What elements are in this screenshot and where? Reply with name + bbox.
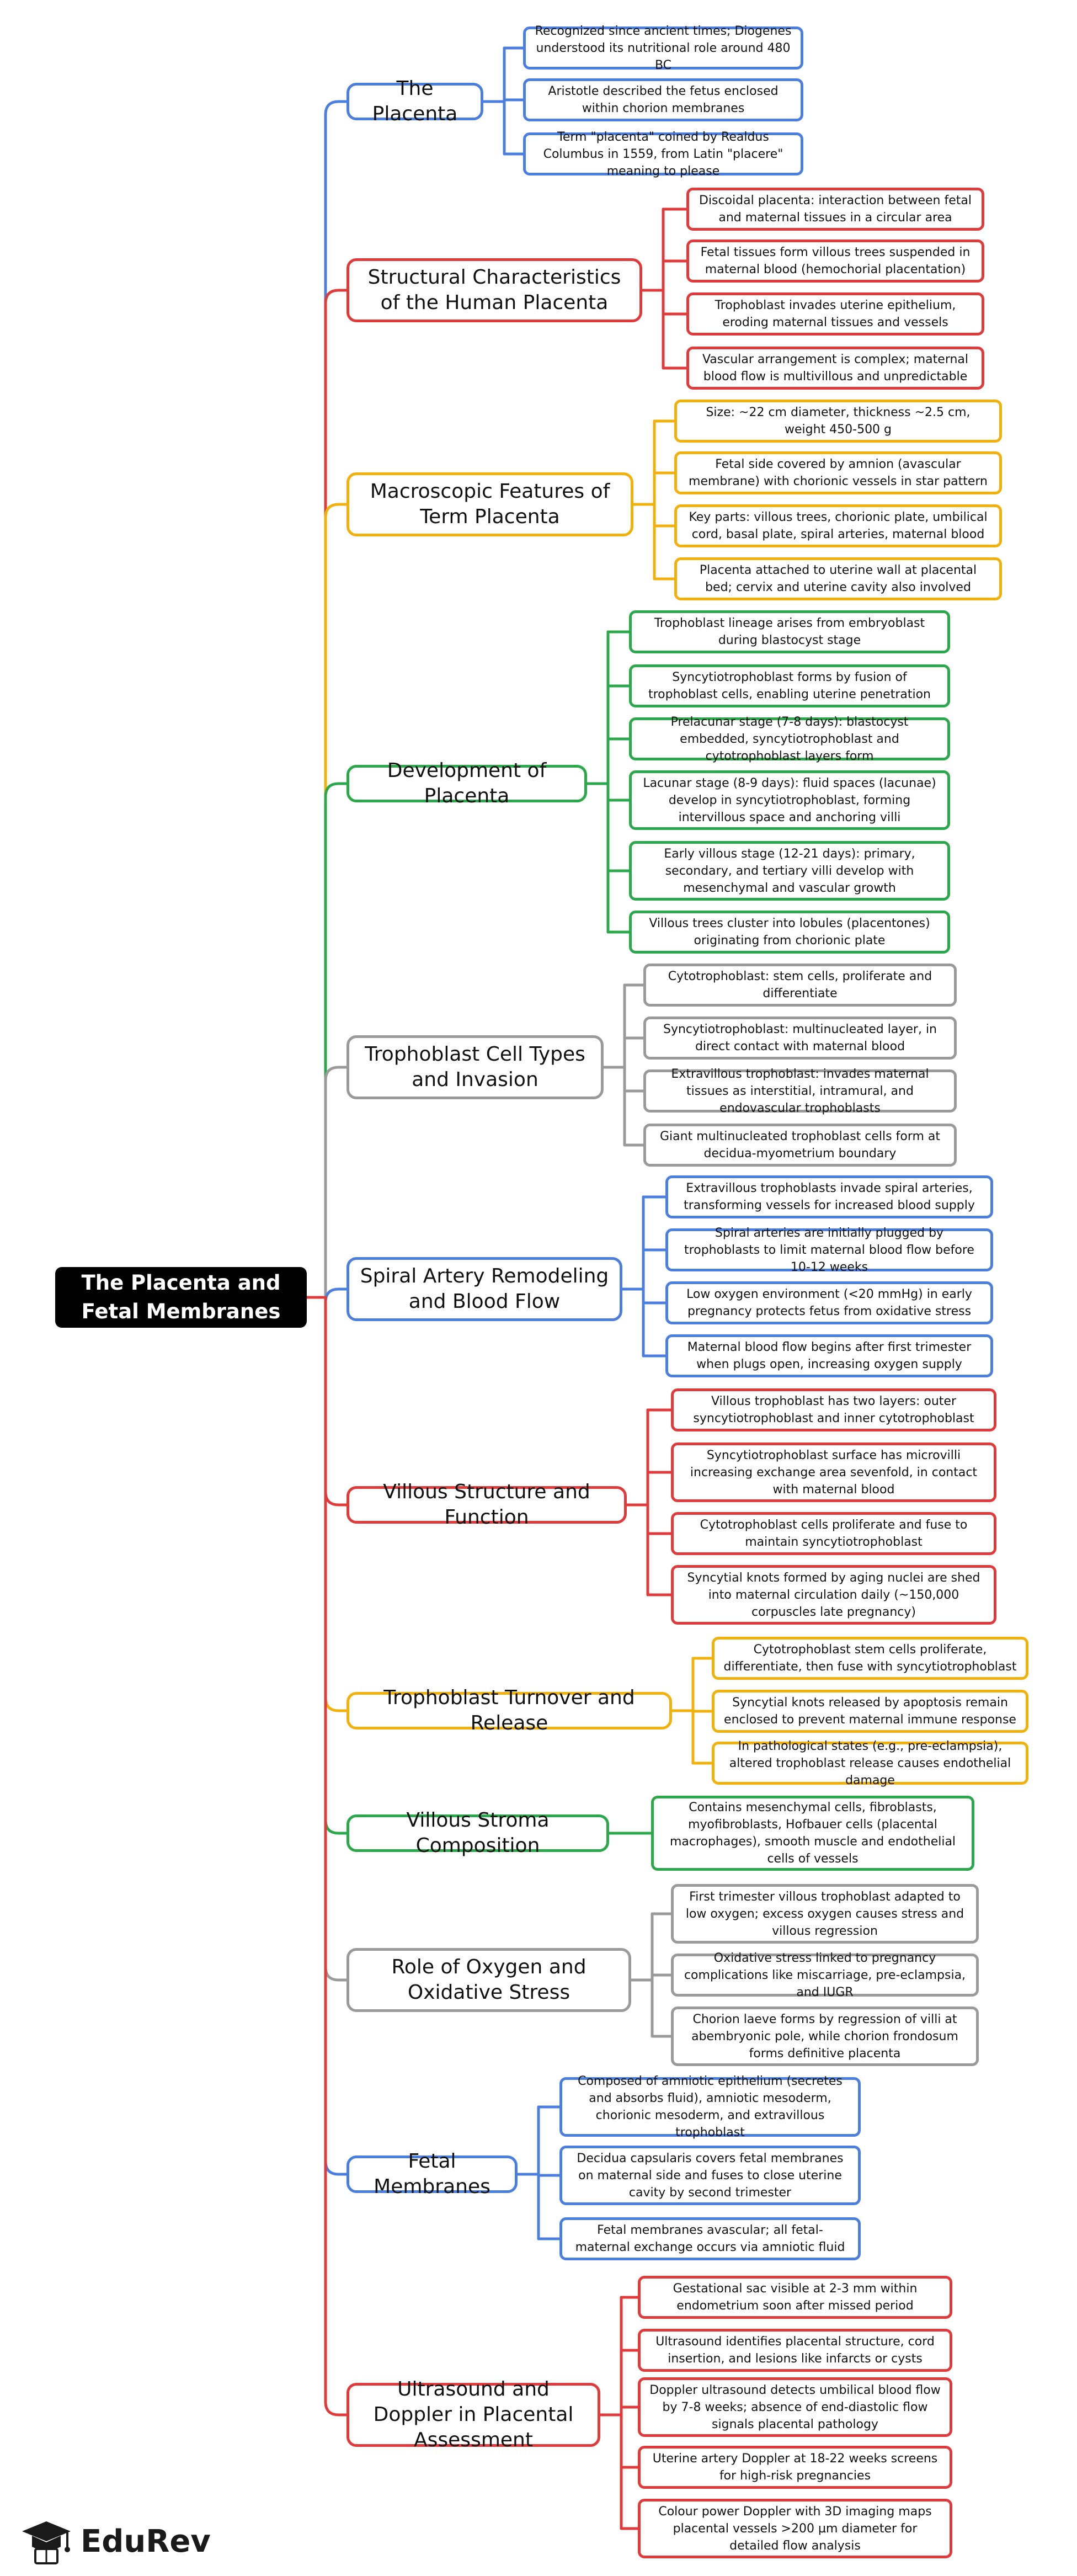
- leaf-node: Syncytial knots formed by aging nuclei a…: [671, 1565, 996, 1625]
- leaf-node: Uterine artery Doppler at 18-22 weeks sc…: [638, 2446, 952, 2489]
- branch-node: The Placenta: [346, 77, 483, 125]
- leaf-node: Ultrasound identifies placental structur…: [638, 2329, 952, 2372]
- connector-curve: [324, 1296, 348, 2176]
- leaf-node: Fetal membranes avascular; all fetal-mat…: [559, 2217, 861, 2260]
- leaf-node: Lacunar stage (8-9 days): fluid spaces (…: [629, 770, 950, 830]
- branch-node: Villous Structure and Function: [346, 1481, 627, 1529]
- leaf-node: In pathological states (e.g., pre-eclamp…: [712, 1739, 1028, 1787]
- leaf-node: Oxidative stress linked to pregnancy com…: [671, 1951, 979, 1999]
- leaf-node: Cytotrophoblast cells proliferate and fu…: [671, 1512, 996, 1555]
- leaf-node: Contains mesenchymal cells, fibroblasts,…: [651, 1796, 974, 1871]
- leaf-node: Villous trees cluster into lobules (plac…: [629, 911, 950, 954]
- leaf-node: Size: ~22 cm diameter, thickness ~2.5 cm…: [674, 400, 1002, 443]
- leaf-node: Chorion laeve forms by regression of vil…: [671, 2006, 979, 2066]
- branch-node: Structural Characteristics of the Human …: [346, 258, 642, 322]
- leaf-node: Early villous stage (12-21 days): primar…: [629, 841, 950, 901]
- leaf-node: Syncytiotrophoblast: multinucleated laye…: [643, 1016, 957, 1060]
- leaf-node: Discoidal placenta: interaction between …: [686, 188, 984, 231]
- leaf-node: Giant multinucleated trophoblast cells f…: [643, 1124, 957, 1167]
- leaf-node: Maternal blood flow begins after first t…: [665, 1334, 993, 1377]
- leaf-node: Syncytiotrophoblast surface has microvil…: [671, 1443, 996, 1502]
- branch-node: Ultrasound and Doppler in Placental Asse…: [346, 2378, 600, 2451]
- connector-curve: [324, 1296, 348, 1507]
- connector-curve: [324, 1296, 348, 1982]
- connector-curve: [324, 1296, 348, 2417]
- branch-node: Trophoblast Cell Types and Invasion: [346, 1035, 604, 1099]
- leaf-node: Cytotrophoblast stem cells proliferate, …: [712, 1637, 1028, 1680]
- branch-node: Spiral Artery Remodeling and Blood Flow: [346, 1257, 622, 1321]
- leaf-node: Gestational sac visible at 2-3 mm within…: [638, 2276, 952, 2319]
- connector-curve: [324, 1296, 348, 1835]
- graduation-cap-icon: [22, 2521, 71, 2564]
- leaf-node: Prelacunar stage (7-8 days): blastocyst …: [629, 715, 950, 763]
- leaf-node: Low oxygen environment (<20 mmHg) in ear…: [665, 1281, 993, 1324]
- edurev-logo: EduRev: [20, 2516, 218, 2566]
- connector-curve: [324, 100, 348, 1299]
- leaf-node: Vascular arrangement is complex; materna…: [686, 347, 984, 390]
- leaf-node: Term "placenta" coined by Realdus Columb…: [523, 130, 803, 178]
- leaf-node: Placenta attached to uterine wall at pla…: [674, 557, 1002, 600]
- leaf-node: Fetal tissues form villous trees suspend…: [686, 239, 984, 283]
- leaf-node: Aristotle described the fetus enclosed w…: [523, 78, 803, 121]
- leaf-node: Trophoblast invades uterine epithelium, …: [686, 292, 984, 336]
- leaf-node: Colour power Doppler with 3D imaging map…: [638, 2499, 952, 2558]
- connector-curve: [324, 1287, 348, 1303]
- root-node: The Placenta and Fetal Membranes: [55, 1267, 307, 1328]
- leaf-node: Composed of amniotic epithelium (secrete…: [559, 2074, 861, 2139]
- leaf-node: Extravillous trophoblasts invade spiral …: [665, 1175, 993, 1218]
- branch-node: Trophoblast Turnover and Release: [346, 1686, 672, 1734]
- leaf-node: Fetal side covered by amnion (avascular …: [674, 451, 1002, 494]
- branch-node: Fetal Membranes: [346, 2150, 518, 2198]
- connector-curve: [324, 503, 348, 1299]
- leaf-node: Villous trophoblast has two layers: oute…: [671, 1388, 996, 1431]
- leaf-node: Doppler ultrasound detects umbilical blo…: [638, 2377, 952, 2437]
- branch-node: Role of Oxygen and Oxidative Stress: [346, 1948, 631, 2012]
- leaf-node: Syncytial knots released by apoptosis re…: [712, 1690, 1028, 1733]
- logo-text: EduRev: [81, 2523, 211, 2559]
- leaf-node: Syncytiotrophoblast forms by fusion of t…: [629, 664, 950, 707]
- leaf-node: Cytotrophoblast: stem cells, proliferate…: [643, 964, 957, 1007]
- connector-curve: [324, 782, 348, 1299]
- leaf-node: First trimester villous trophoblast adap…: [671, 1884, 979, 1944]
- leaf-node: Recognized since ancient times; Diogenes…: [523, 24, 803, 72]
- connector-curve: [324, 289, 348, 1299]
- leaf-node: Extravillous trophoblast: invades matern…: [643, 1067, 957, 1115]
- branch-node: Development of Placenta: [346, 759, 587, 807]
- leaf-node: Trophoblast lineage arises from embryobl…: [629, 610, 950, 653]
- leaf-node: Spiral arteries are initially plugged by…: [665, 1226, 993, 1274]
- leaf-node: Key parts: villous trees, chorionic plat…: [674, 504, 1002, 547]
- branch-node: Macroscopic Features of Term Placenta: [346, 472, 633, 536]
- leaf-node: Decidua capsularis covers fetal membrane…: [559, 2146, 861, 2205]
- connector-curve: [324, 1066, 348, 1299]
- branch-node: Villous Stroma Composition: [346, 1809, 609, 1857]
